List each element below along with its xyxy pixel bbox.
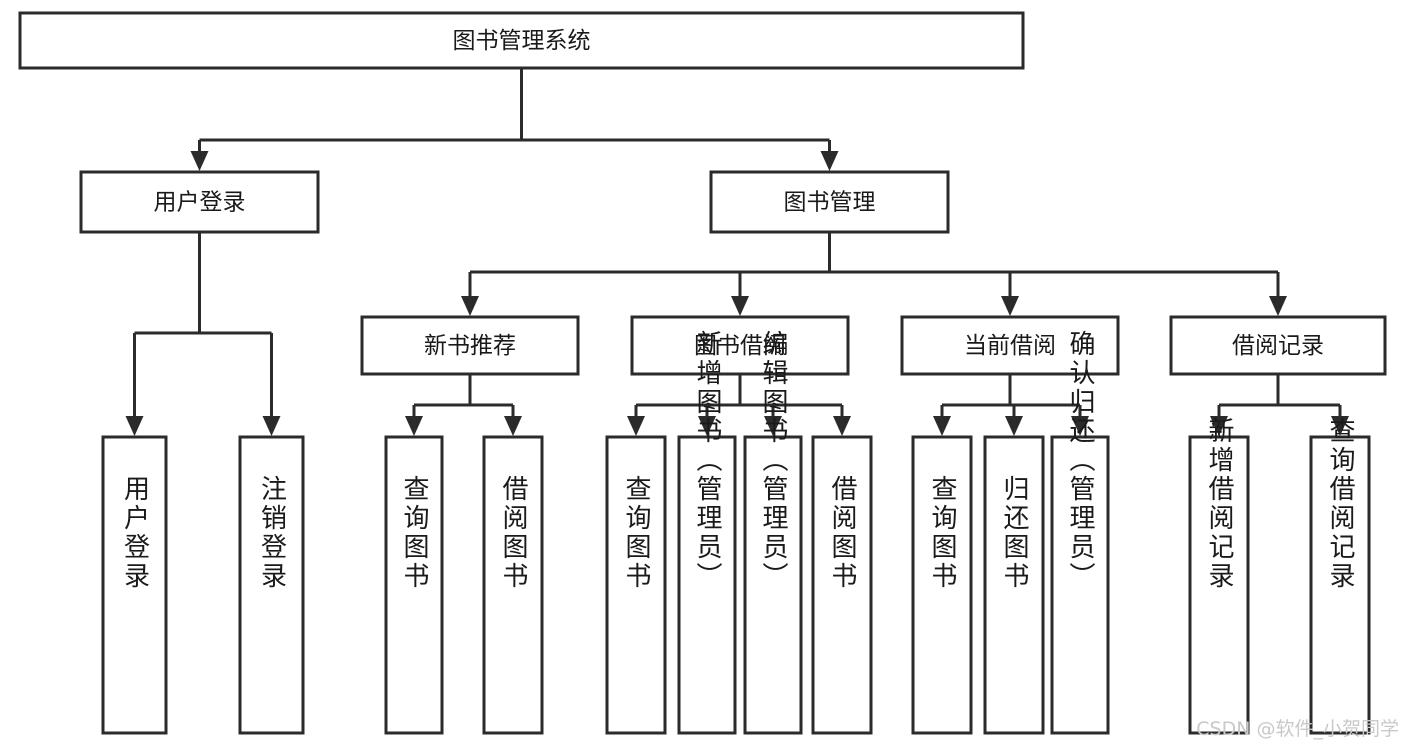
node-label: 查询图书 [621, 475, 651, 591]
arrowhead-1-1 [731, 296, 749, 316]
node-label: 借阅记录 [1232, 333, 1324, 359]
arrowhead-2-0 [125, 416, 144, 436]
arrowhead-3-1 [504, 416, 522, 436]
node-rect[interactable] [811, 435, 873, 735]
arrowhead-5-1 [1005, 416, 1023, 436]
node-rect[interactable] [238, 435, 305, 735]
node-rect[interactable] [1050, 435, 1110, 735]
arrowhead-6-0 [1210, 416, 1228, 436]
arrowhead-2-1 [262, 416, 281, 436]
node-box-level2[interactable]: 图书管理 [709, 170, 950, 234]
arrowhead-4-0 [627, 416, 645, 436]
node-label: 编辑图书（管理员） [758, 330, 788, 591]
node-rect[interactable] [900, 315, 1120, 376]
node-label: 借阅图书 [498, 475, 528, 591]
node-rect[interactable] [911, 435, 973, 735]
node-label: 图书管理系统 [453, 28, 591, 54]
node-label: 借阅图书 [827, 475, 857, 591]
node-label: 查询图书 [927, 475, 957, 591]
node-label: 用户登录 [120, 475, 150, 591]
node-rect[interactable] [101, 435, 168, 735]
arrowhead-1-0 [461, 296, 479, 316]
node-box-leaf[interactable]: 查询图书 [605, 435, 667, 735]
node-box-root[interactable]: 图书管理系统 [18, 11, 1025, 70]
node-box-leaf[interactable]: 用户登录 [101, 435, 168, 735]
node-label: 新书推荐 [424, 333, 516, 359]
node-box-leaf[interactable]: 查询图书 [911, 435, 973, 735]
node-label: 确认归还（管理员） [1065, 330, 1095, 591]
arrowhead-3-0 [405, 416, 423, 436]
arrowhead-5-2 [1071, 416, 1089, 436]
node-label: 查询图书 [399, 475, 429, 591]
node-label: 新增图书（管理员） [692, 330, 722, 591]
node-box-level3[interactable]: 借阅记录 [1169, 315, 1387, 376]
arrowhead-0-0 [190, 151, 209, 171]
node-box-leaf[interactable]: 注销登录 [238, 435, 305, 735]
arrowhead-4-1 [698, 416, 716, 436]
node-box-level2[interactable]: 用户登录 [79, 170, 320, 234]
arrowhead-6-1 [1331, 416, 1349, 436]
node-rect[interactable] [360, 315, 580, 376]
arrowhead-4-2 [764, 416, 782, 436]
node-rect[interactable] [630, 315, 850, 376]
node-label: 注销登录 [257, 475, 287, 591]
node-box-leaf[interactable]: 借阅图书 [482, 435, 544, 735]
node-box-level3[interactable]: 图书借阅 [630, 315, 850, 376]
arrowhead-1-3 [1269, 296, 1287, 316]
node-label: 查询借阅记录 [1325, 417, 1355, 591]
node-label: 用户登录 [154, 190, 246, 216]
node-box-leaf[interactable]: 新增图书（管理员） [677, 330, 737, 735]
node-rect[interactable] [482, 435, 544, 735]
node-box-leaf[interactable]: 查询图书 [384, 435, 444, 735]
node-box-leaf[interactable]: 编辑图书（管理员） [743, 330, 803, 735]
node-label: 图书借阅 [694, 333, 786, 359]
node-box-leaf[interactable]: 归还图书 [983, 435, 1045, 735]
node-box-leaf[interactable]: 确认归还（管理员） [1050, 330, 1110, 735]
node-rect[interactable] [743, 435, 803, 735]
node-label: 图书管理 [784, 190, 876, 216]
node-rect[interactable] [709, 170, 950, 234]
node-rect[interactable] [983, 435, 1045, 735]
node-rect[interactable] [1188, 435, 1250, 735]
node-rect[interactable] [605, 435, 667, 735]
node-label: 归还图书 [999, 475, 1029, 591]
connector-layer [125, 68, 1349, 436]
node-rect[interactable] [79, 170, 320, 234]
node-rect[interactable] [18, 11, 1025, 70]
node-rect[interactable] [384, 435, 444, 735]
node-box-leaf[interactable]: 查询借阅记录 [1309, 417, 1371, 735]
node-label: 当前借阅 [964, 333, 1056, 359]
arrowhead-0-1 [820, 151, 839, 171]
csdn-watermark: CSDN @软件_小贺同学 [1196, 718, 1399, 740]
node-box-level3[interactable]: 新书推荐 [360, 315, 580, 376]
arrowhead-4-3 [833, 416, 851, 436]
node-rect[interactable] [1309, 435, 1371, 735]
node-box-leaf[interactable]: 借阅图书 [811, 435, 873, 735]
node-box-leaf[interactable]: 新增借阅记录 [1188, 417, 1250, 735]
node-layer: 图书管理系统用户登录图书管理新书推荐图书借阅当前借阅借阅记录用户登录注销登录查询… [18, 11, 1387, 735]
arrowhead-1-2 [1001, 296, 1019, 316]
arrowhead-5-0 [933, 416, 951, 436]
node-rect[interactable] [677, 435, 737, 735]
node-box-level3[interactable]: 当前借阅 [900, 315, 1120, 376]
node-rect[interactable] [1169, 315, 1387, 376]
node-label: 新增借阅记录 [1204, 417, 1234, 591]
